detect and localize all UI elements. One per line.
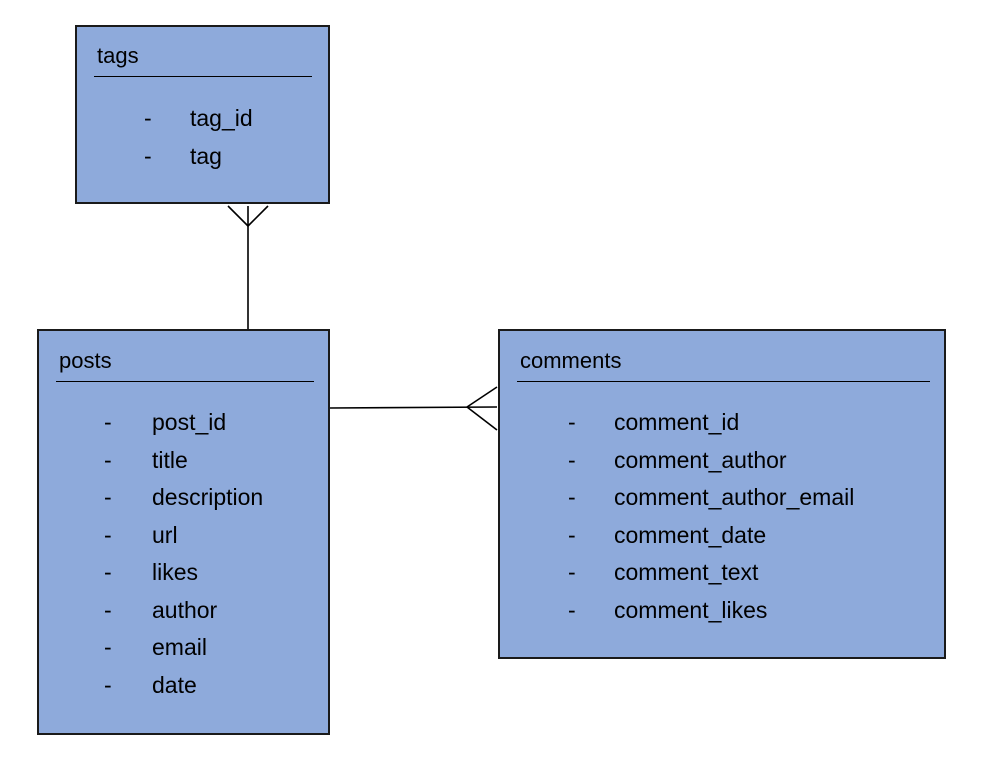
attribute-name: tag <box>190 142 222 169</box>
attribute-name: comment_likes <box>614 596 768 623</box>
entity-tags: tags - tag_id - tag <box>75 25 330 204</box>
attribute-bullet: - <box>568 409 576 435</box>
attribute-bullet: - <box>568 559 576 585</box>
attribute-bullet: - <box>104 446 112 473</box>
attribute-bullet: - <box>104 634 112 660</box>
posts-comments-line <box>329 406 498 409</box>
attribute-bullet: - <box>104 559 112 585</box>
attribute-bullet: - <box>144 142 152 169</box>
attribute-name: comment_date <box>614 521 767 548</box>
attribute-name: comment_author <box>614 446 787 473</box>
attribute-bullet: - <box>568 596 576 623</box>
entity-posts-divider <box>56 381 314 382</box>
relationship-posts-comments <box>329 386 498 431</box>
attribute-name: email <box>152 634 207 660</box>
attribute-name: tag_id <box>190 105 253 131</box>
attribute-name: comment_author_email <box>614 484 855 510</box>
attribute-name: likes <box>152 559 199 585</box>
attribute-name: comment_id <box>614 409 740 435</box>
attribute-name: title <box>152 446 188 473</box>
relationship-posts-tags <box>227 205 269 329</box>
attribute-bullet: - <box>568 484 576 510</box>
entity-comments: comments - comment_id - comment_author -… <box>498 329 946 659</box>
entity-comments-title: comments <box>520 348 622 373</box>
entity-tags-divider <box>94 76 312 77</box>
posts-comments-crowfoot-top <box>466 386 498 408</box>
entity-tags-title: tags <box>97 43 139 68</box>
posts-tags-crowfoot-right <box>247 205 269 227</box>
attribute-name: author <box>152 596 218 623</box>
attribute-name: post_id <box>152 409 227 435</box>
attribute-name: description <box>152 484 264 510</box>
attribute-name: comment_text <box>614 559 759 585</box>
attribute-bullet: - <box>144 105 152 131</box>
posts-tags-crowfoot-left <box>227 205 249 227</box>
posts-comments-crowfoot-bottom <box>466 406 498 431</box>
entity-posts-title: posts <box>59 348 112 373</box>
attribute-bullet: - <box>104 484 112 510</box>
entity-comments-divider <box>517 381 930 382</box>
attribute-bullet: - <box>568 446 576 473</box>
attribute-bullet: - <box>104 596 112 623</box>
attribute-name: date <box>152 671 197 698</box>
attribute-name: url <box>152 521 178 548</box>
attribute-bullet: - <box>104 671 112 698</box>
entity-posts: posts - post_id - title - description - … <box>37 329 330 735</box>
attribute-bullet: - <box>104 409 112 435</box>
attribute-bullet: - <box>104 521 112 548</box>
attribute-bullet: - <box>568 521 576 548</box>
